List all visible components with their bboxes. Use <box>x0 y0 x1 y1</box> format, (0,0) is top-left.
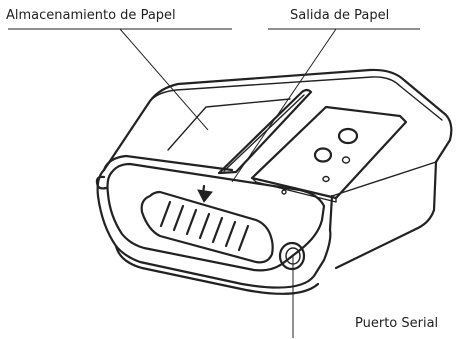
control-panel-edge <box>251 177 337 203</box>
printer-body <box>95 68 453 295</box>
paper-storage-label: Almacenamiento de Papel <box>6 8 176 23</box>
front-bezel <box>106 162 326 272</box>
strap-loop-icon <box>95 175 108 190</box>
power-button-icon <box>313 147 333 163</box>
paper-storage-pointer <box>119 28 209 131</box>
printer-right-side-edge <box>331 161 437 197</box>
printer-top-outline <box>102 68 453 172</box>
paper-output-label: Salida de Papel <box>290 8 390 23</box>
paper-lid-seam <box>167 98 291 151</box>
grip-rib <box>211 216 224 244</box>
grip-rib <box>185 208 198 236</box>
grip-rib <box>159 200 172 228</box>
indicator-dot-icon <box>281 189 287 195</box>
printer-right-side <box>334 160 438 270</box>
indicator-led-icon <box>322 175 330 183</box>
grip-rib <box>198 212 211 240</box>
grip-rib <box>237 224 250 252</box>
serial-port-icon <box>278 241 306 271</box>
feed-button-icon <box>337 127 359 145</box>
grip-panel <box>140 190 274 264</box>
printer-bottom-edge <box>114 244 320 295</box>
grip-rib <box>224 220 237 248</box>
lid-front-edge <box>102 154 234 172</box>
paper-output-slot-inner <box>223 94 305 172</box>
grip-ribs <box>159 200 250 252</box>
serial-port-label: Puerto Serial <box>355 316 439 331</box>
printer-top-rear-edge <box>149 76 443 121</box>
control-panel-plate <box>250 105 408 200</box>
grip-rib <box>172 204 185 232</box>
printer-front-face <box>96 168 334 289</box>
serial-port-inner-icon <box>285 247 301 265</box>
open-arrow-stem-icon <box>201 184 206 196</box>
open-arrow-icon <box>197 189 213 203</box>
paper-output-slot <box>217 88 313 175</box>
indicator-led-icon <box>341 156 351 164</box>
leader-lines <box>8 28 420 338</box>
